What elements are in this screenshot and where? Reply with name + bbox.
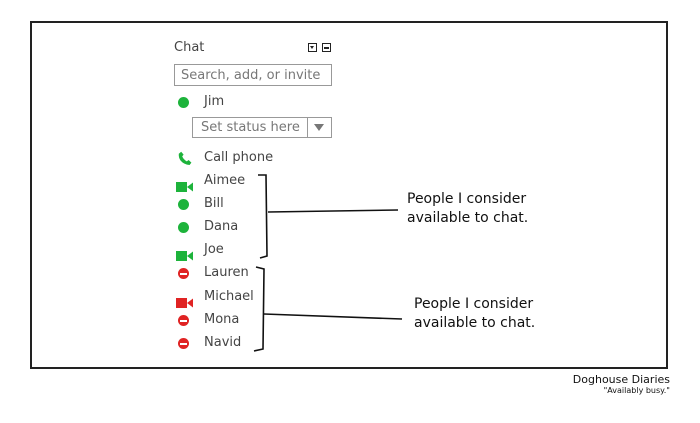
contact-row-mona[interactable]: Mona — [174, 312, 344, 330]
credit: Doghouse Diaries "Availably busy." — [573, 373, 670, 395]
credit-title: Doghouse Diaries — [572, 373, 670, 386]
comic-panel: Chat Jim Set status here Call phone — [30, 21, 668, 369]
contact-name: Dana — [204, 219, 239, 234]
available-bracket — [258, 174, 268, 259]
call-phone-label: Call phone — [204, 150, 274, 165]
contact-name: Navid — [204, 335, 242, 350]
contact-row-aimee[interactable]: Aimee — [174, 173, 344, 192]
available-annotation-line2: available to chat. — [407, 210, 529, 226]
busy-bracket — [253, 266, 265, 352]
available-pointer — [267, 209, 399, 213]
search-input[interactable] — [174, 64, 332, 86]
available-annotation-line1: People I consider — [407, 191, 527, 207]
green-dot-icon — [178, 199, 189, 210]
busy-annotation-line2: available to chat. — [414, 315, 536, 331]
contact-row-lauren[interactable]: Lauren — [174, 265, 344, 283]
call-phone-button[interactable]: Call phone — [174, 150, 344, 168]
no-entry-icon — [178, 315, 189, 326]
no-entry-icon — [178, 268, 189, 279]
busy-annotation-line1: People I consider — [414, 296, 534, 312]
red-video-camera-icon — [176, 293, 193, 312]
contact-row-navid[interactable]: Navid — [174, 335, 344, 353]
phone-icon — [178, 151, 192, 170]
contact-row-joe[interactable]: Joe — [174, 242, 344, 261]
chat-header: Chat — [174, 40, 336, 56]
green-video-camera-icon — [176, 246, 193, 265]
busy-pointer — [263, 313, 403, 320]
contact-row-bill[interactable]: Bill — [174, 196, 344, 214]
chat-title: Chat — [174, 40, 205, 55]
contact-name: Michael — [204, 289, 254, 304]
green-dot-icon — [178, 222, 189, 233]
credit-subtitle: "Availably busy." — [603, 386, 670, 395]
contact-name: Bill — [204, 196, 224, 211]
chevron-down-icon[interactable] — [314, 124, 324, 131]
contact-name: Mona — [204, 312, 240, 327]
contact-row-michael[interactable]: Michael — [174, 289, 344, 308]
available-annotation: People I consider available to chat. — [407, 190, 528, 228]
busy-annotation: People I consider available to chat. — [414, 295, 535, 333]
status-divider — [307, 118, 308, 137]
no-entry-icon — [178, 338, 189, 349]
minimize-icon[interactable] — [322, 43, 331, 52]
dropdown-menu-icon[interactable] — [308, 43, 317, 52]
contact-name: Aimee — [204, 173, 246, 188]
contact-row-dana[interactable]: Dana — [174, 219, 344, 237]
status-placeholder: Set status here — [201, 120, 300, 135]
self-user-row[interactable]: Jim — [174, 94, 344, 112]
contact-name: Lauren — [204, 265, 249, 280]
green-dot-icon — [178, 97, 189, 108]
contact-name: Joe — [204, 242, 224, 257]
green-video-camera-icon — [176, 177, 193, 196]
annotation-brackets — [253, 174, 403, 352]
self-user-name: Jim — [204, 94, 225, 109]
status-select[interactable]: Set status here — [192, 117, 332, 138]
